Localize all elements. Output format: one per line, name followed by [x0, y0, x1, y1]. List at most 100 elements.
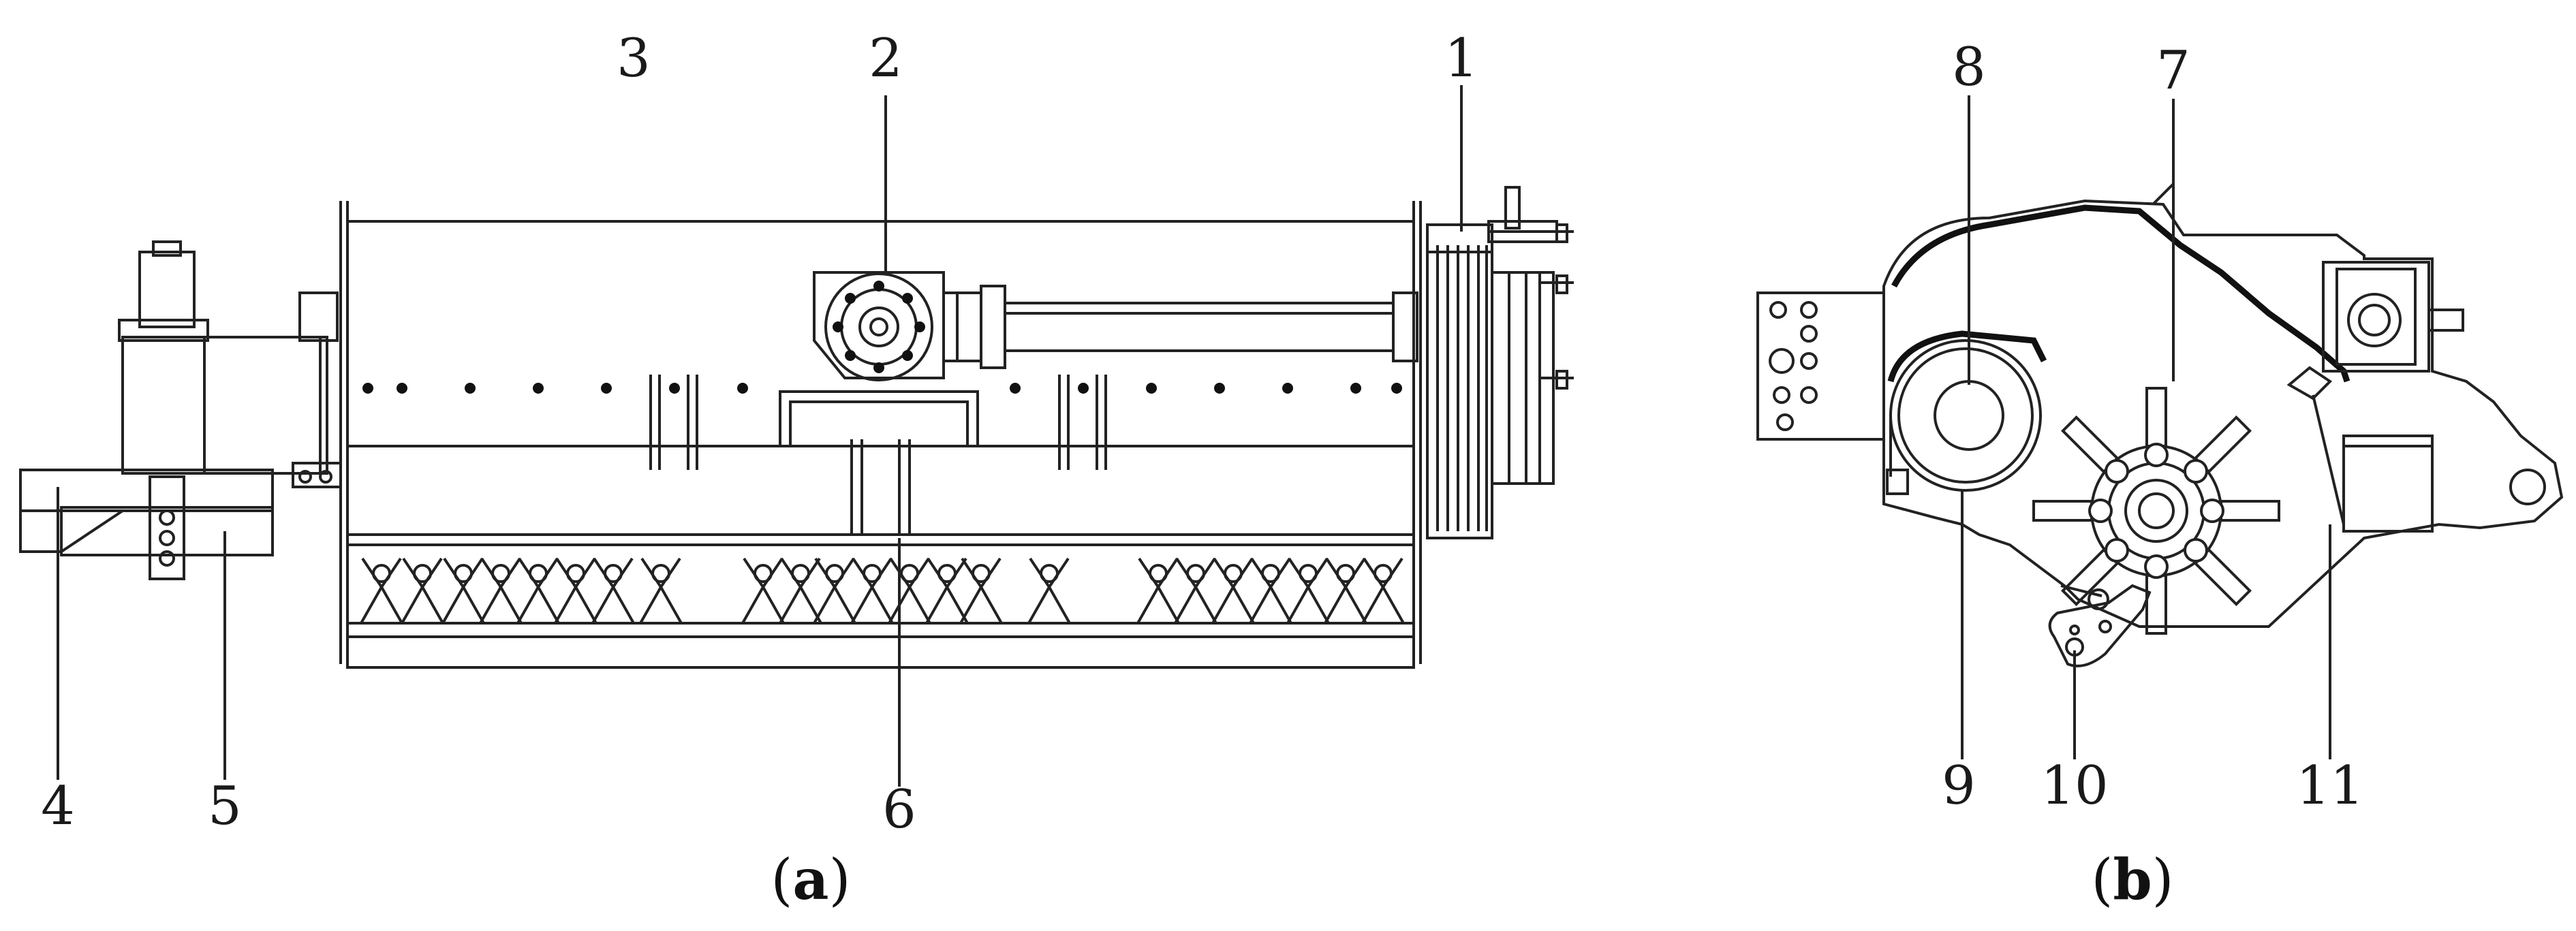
blade-hub [1261, 564, 1280, 583]
blade-hub [1186, 564, 1205, 583]
blade [1174, 557, 1217, 624]
blade-hub [413, 564, 432, 583]
shaft-bolt-1 [159, 509, 175, 526]
label-5: 5 [208, 776, 242, 837]
blade [479, 557, 523, 624]
blade [1324, 557, 1367, 624]
support-block [60, 506, 274, 556]
labels-a: 1 2 3 4 5 6 [41, 28, 1478, 840]
drive-shaft [149, 475, 185, 580]
center-frame [779, 390, 979, 535]
label-3: 3 [617, 28, 651, 89]
blade [441, 557, 485, 624]
blade-hub [529, 564, 548, 583]
blade [639, 557, 683, 624]
blade [741, 557, 785, 624]
caption-b: (b) [2091, 847, 2173, 913]
blade [1027, 557, 1071, 624]
motor-top [152, 240, 182, 257]
bolt-top [1504, 186, 1521, 230]
hanger-bars [649, 375, 1107, 470]
blade-hub [1299, 564, 1318, 583]
blade [850, 557, 894, 624]
blade [925, 557, 969, 624]
blade [779, 557, 822, 624]
rotor-bolt [2200, 499, 2224, 523]
label-10: 10 [2040, 755, 2108, 817]
rotor-blade [2145, 387, 2167, 447]
blade [1249, 557, 1292, 624]
blade [401, 557, 444, 624]
bracket-bolt-2 [319, 470, 332, 484]
blade-hub [491, 564, 510, 583]
blade-hub [754, 564, 773, 583]
label-6: 6 [882, 779, 916, 840]
leaders-b [1961, 95, 2331, 759]
rivet-row [362, 383, 1402, 394]
blade-hub [1374, 564, 1393, 583]
blade-hub [372, 564, 391, 583]
main-housing [339, 201, 1422, 669]
rotor-bolt [2105, 537, 2130, 563]
label-1: 1 [1444, 28, 1478, 89]
blade [888, 557, 931, 624]
label-2: 2 [869, 28, 903, 89]
label-9: 9 [1942, 755, 1976, 817]
label-8: 8 [1952, 37, 1986, 98]
drum-pulley [1886, 330, 2047, 495]
gearbox-housing [121, 336, 328, 475]
blade-hub [1040, 564, 1059, 583]
motor-flange [118, 319, 209, 342]
right-belt-drive [1426, 186, 1574, 539]
labels-b: 8 7 9 10 11 [1942, 37, 2363, 817]
left-gearbox [19, 240, 342, 580]
center-gearbox [813, 271, 1006, 381]
tension-arm [2048, 584, 2152, 667]
blade-hub [937, 564, 957, 583]
rotor-bolt [2105, 459, 2130, 484]
rotor-blade [2032, 500, 2093, 522]
gearbox-cover [203, 336, 322, 475]
motor-cap [138, 251, 196, 328]
rotor-blade [2145, 574, 2167, 635]
rotor-bolt [2183, 537, 2208, 563]
blade [591, 557, 635, 624]
rotor [2032, 387, 2280, 635]
side-housing [1882, 183, 2564, 628]
mounting-plate [1756, 291, 1885, 441]
rotor-blade [2220, 500, 2280, 522]
blade-hub [566, 564, 585, 583]
view-a: 1 2 3 4 5 6 (a) [19, 28, 1574, 913]
side-gearbox [2322, 261, 2464, 373]
shaft-bolt-3 [159, 550, 175, 567]
blade-hub [791, 564, 810, 583]
blade-hub [651, 564, 670, 583]
blade [813, 557, 856, 624]
bottom-roller [346, 622, 1415, 669]
blade-row [360, 557, 1405, 624]
blade-hub [1224, 564, 1243, 583]
blade [1286, 557, 1330, 624]
leaders-a [57, 85, 1463, 787]
blade [959, 557, 1003, 624]
blade-hub [454, 564, 473, 583]
main-drive-shaft [1004, 291, 1418, 362]
bracket-bolt-1 [298, 470, 312, 484]
blade [1136, 557, 1180, 624]
blade-hub [972, 564, 991, 583]
rotor-bolt [2088, 499, 2113, 523]
blade-hub [1336, 564, 1355, 583]
caption-a: (a) [771, 847, 850, 913]
rotor-bolt [2144, 554, 2169, 579]
rotor-bolt [2183, 459, 2208, 484]
rotor-bolt [2144, 443, 2169, 467]
blade-hub [825, 564, 844, 583]
label-4: 4 [41, 776, 75, 837]
blade [1361, 557, 1405, 624]
blade-hub [1149, 564, 1168, 583]
shaft-bolt-2 [159, 530, 175, 546]
blade [1211, 557, 1255, 624]
lower-box [2312, 394, 2434, 533]
blade-hub [900, 564, 919, 583]
